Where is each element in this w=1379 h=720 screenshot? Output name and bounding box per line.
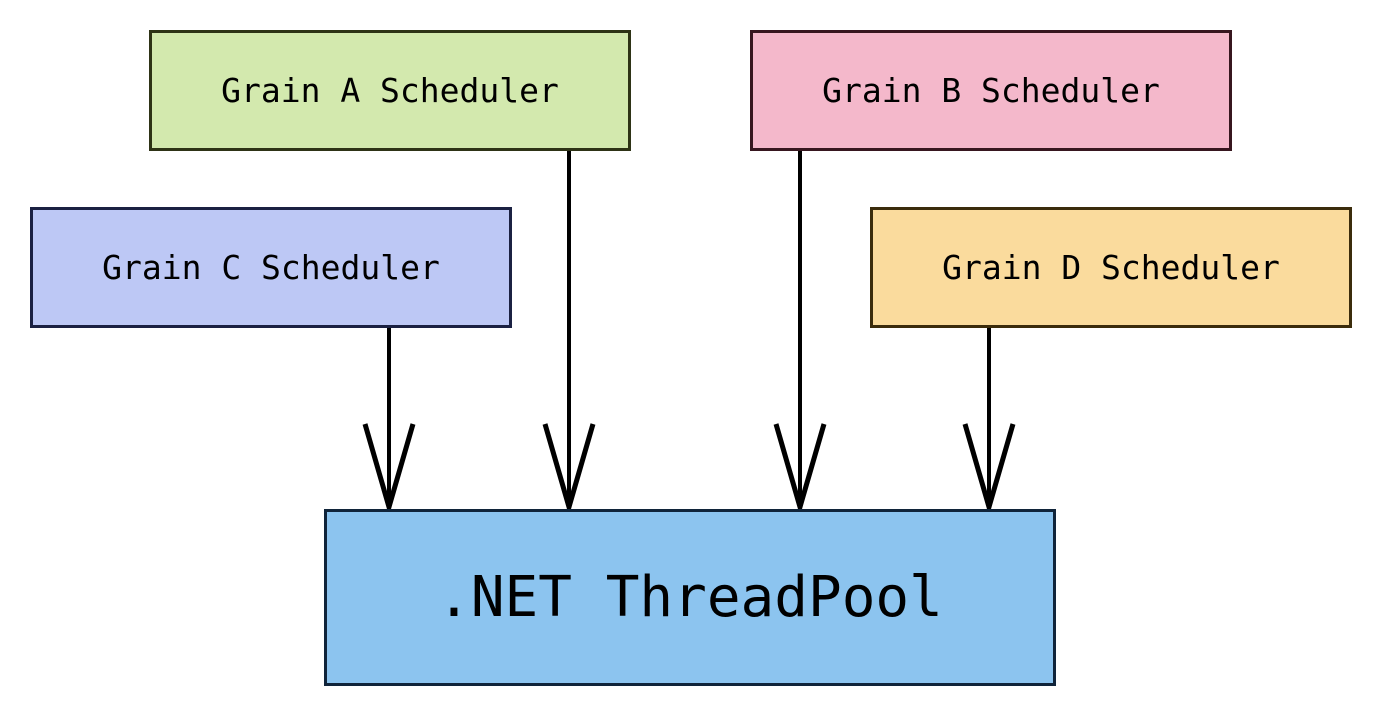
node-label: .NET ThreadPool [437, 564, 943, 630]
node-label: Grain A Scheduler [221, 71, 559, 110]
edge-grain-c-to-threadpool [362, 327, 416, 517]
node-label: Grain C Scheduler [102, 248, 440, 287]
arrowhead-icon [362, 423, 416, 517]
edge-grain-d-to-threadpool [962, 327, 1016, 517]
arrowhead-icon [773, 423, 827, 517]
arrowhead-icon [542, 423, 596, 517]
node-grain-c-scheduler[interactable]: Grain C Scheduler [30, 207, 512, 328]
node-grain-a-scheduler[interactable]: Grain A Scheduler [149, 30, 631, 151]
node-label: Grain B Scheduler [822, 71, 1160, 110]
edge-grain-b-to-threadpool [773, 150, 827, 517]
node-label: Grain D Scheduler [942, 248, 1280, 287]
node-grain-b-scheduler[interactable]: Grain B Scheduler [750, 30, 1232, 151]
node-grain-d-scheduler[interactable]: Grain D Scheduler [870, 207, 1352, 328]
edge-grain-a-to-threadpool [542, 150, 596, 517]
arrowhead-icon [962, 423, 1016, 517]
node-dotnet-threadpool[interactable]: .NET ThreadPool [324, 509, 1056, 686]
